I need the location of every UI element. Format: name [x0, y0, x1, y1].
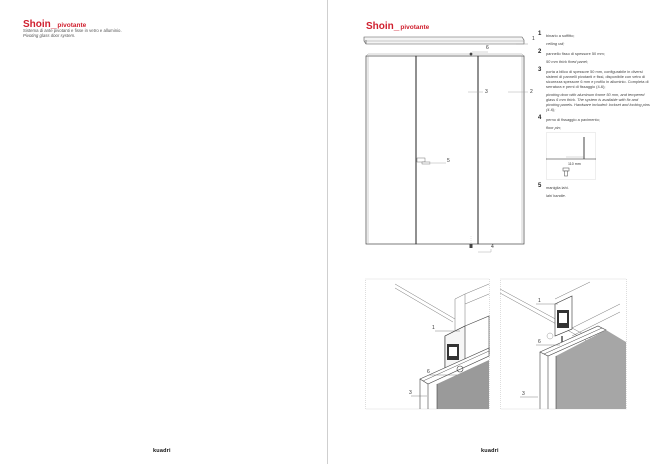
- legend-english: lahi handle.: [546, 193, 566, 198]
- legend-number: 3: [538, 67, 542, 73]
- legend-number: 4: [538, 115, 542, 121]
- left-page: Shoin_pivotante Sistema di ante pivotant…: [0, 0, 327, 464]
- legend-italian: porta a bilico di spessore 50 mm, config…: [546, 69, 649, 89]
- parts-legend: 1 binario a soffitto; ceiling rail; 2 pa…: [538, 31, 650, 203]
- legend-item-2: 2 pannello fisso di spessore 50 mm; 50 m…: [538, 49, 650, 64]
- legend-italian: pannello fisso di spessore 50 mm;: [546, 51, 605, 56]
- right-page: Shoin_pivotante: [328, 0, 656, 464]
- rail-profile: [554, 295, 573, 346]
- title-sub: pivotante: [57, 22, 87, 29]
- brand-logo: kuadri: [153, 448, 171, 454]
- svg-text:6: 6: [486, 45, 489, 51]
- svg-text:1: 1: [532, 36, 535, 42]
- ceiling-rail: [363, 36, 525, 45]
- svg-text:5: 5: [447, 158, 450, 164]
- axonometric-detail-right: 1 6 3: [500, 278, 627, 410]
- floor-pin-detail: 110 mm: [546, 132, 596, 180]
- legend-item-5: 5 maniglia lahi. lahi handle.: [538, 183, 650, 198]
- legend-item-3: 3 porta a bilico di spessore 50 mm, conf…: [538, 67, 650, 112]
- legend-number: 5: [538, 183, 542, 189]
- svg-text:4: 4: [491, 244, 494, 250]
- title-sub: pivotante: [400, 24, 430, 31]
- callout-6: 6: [538, 339, 541, 345]
- brand-logo: kuadri: [481, 448, 499, 454]
- panels: [365, 55, 525, 245]
- legend-italian: perno di fissaggio a pavimento;: [546, 117, 600, 122]
- legend-english: ceiling rail;: [546, 41, 565, 46]
- left-page-title: Shoin_pivotante: [23, 14, 86, 32]
- callout-3: 3: [409, 390, 412, 396]
- callout-1: 1: [432, 325, 435, 331]
- axonometric-detail-left: 1 6 3: [365, 278, 490, 410]
- legend-number: 1: [538, 31, 542, 37]
- elevation-drawing: 1 6 3 2 5 4: [363, 36, 535, 253]
- legend-italian: binario a soffitto;: [546, 33, 575, 38]
- legend-item-4: 4 perno di fissaggio a pavimento; floor …: [538, 115, 650, 180]
- intro-italian: Sistema di ante pivotanti e fisse in vet…: [23, 28, 122, 33]
- callout-1: 1: [538, 298, 541, 304]
- svg-text:2: 2: [530, 89, 533, 95]
- legend-number: 2: [538, 49, 542, 55]
- intro-english: Pivoting glass door system.: [23, 33, 76, 39]
- floor-pin-dimension: 110 mm: [568, 162, 581, 166]
- legend-english: 50 mm thick fixed panel;: [546, 59, 588, 64]
- door-top: [539, 325, 626, 409]
- legend-italian: maniglia lahi.: [546, 185, 569, 190]
- title-main: Shoin_: [366, 21, 400, 32]
- svg-text:3: 3: [485, 89, 488, 95]
- legend-english: pivoting door with aluminum frame 50 mm,…: [546, 92, 650, 112]
- handle: [416, 157, 431, 165]
- callout-3: 3: [522, 391, 525, 397]
- legend-item-1: 1 binario a soffitto; ceiling rail;: [538, 31, 650, 46]
- right-page-title: Shoin_pivotante: [366, 16, 429, 34]
- intro-text: Sistema di ante pivotanti e fisse in vet…: [23, 28, 122, 39]
- legend-english: floor pin;: [546, 125, 561, 130]
- callout-6: 6: [427, 369, 430, 375]
- title-main: Shoin_: [23, 19, 57, 30]
